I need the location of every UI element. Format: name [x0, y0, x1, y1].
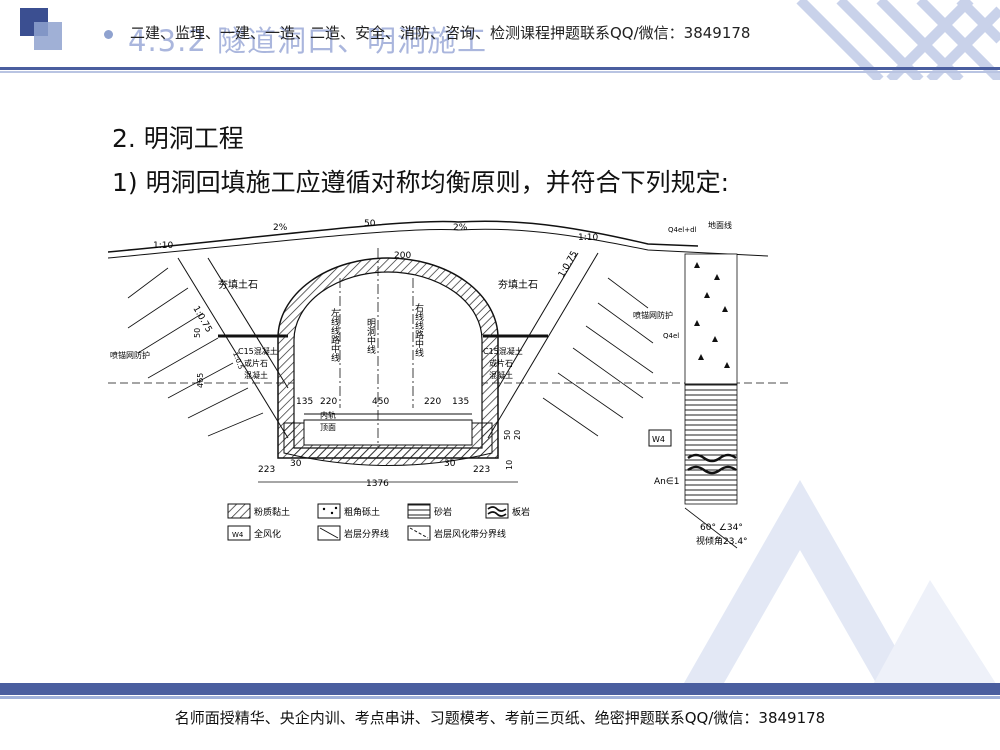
dim-inner-2: 220: [320, 397, 337, 407]
q-mid-label: Q4el: [663, 332, 679, 340]
slope-side-right: 1:0.75: [557, 250, 580, 280]
legend-label: 岩层分界线: [344, 528, 389, 540]
bullet-icon: [104, 30, 113, 39]
dim-side-50-label: 50: [193, 328, 202, 338]
dim-inner-1: 135: [296, 397, 313, 407]
footer-text: 名师面授精华、央企内训、考点串讲、习题模考、考前三页纸、绝密押题联系QQ/微信：…: [174, 709, 826, 727]
dim-bottom-3: 30: [444, 459, 456, 469]
dim-total: 1376: [366, 479, 389, 489]
dim-right-50: 50: [503, 430, 512, 440]
concrete-left-3: 混凝土: [244, 370, 268, 380]
angle-label: 60° ∠34°: [700, 523, 743, 533]
rail-top-label: 顶面: [320, 423, 336, 432]
concrete-left-2: 或片石: [244, 358, 268, 368]
w4-label: W4: [652, 435, 665, 444]
legend-label: 岩层风化带分界线: [434, 528, 506, 540]
right-line-label: 右线线路中线: [413, 302, 424, 357]
subheading: 1) 明洞回填施工应遵循对称均衡原则，并符合下列规定:: [112, 168, 730, 197]
legend-label: 粗角砾土: [344, 506, 380, 518]
legend-label: 砂岩: [434, 506, 452, 518]
header-rule: [0, 67, 1000, 70]
dim-bottom-4: 223: [473, 465, 490, 475]
fill-label-right: 夯填土石: [498, 278, 538, 291]
heading: 2. 明洞工程: [112, 124, 244, 153]
footer-band: [0, 683, 1000, 695]
footer-band-light: [0, 696, 1000, 699]
anchor-left-label: 喷锚网防护: [110, 350, 150, 360]
section-title: 4.3.2 隧道洞口、明洞施工: [128, 24, 488, 58]
slope-label-left: 1:10: [153, 241, 173, 251]
legend: 粉质黏土 粗角砾土 砂岩 板岩 W4 全风化 岩层分界线 岩层风化带分界线: [227, 503, 530, 541]
left-line-label: 左线线路中线: [329, 307, 340, 362]
grade-label-right: 2%: [453, 223, 468, 233]
rail-label: 内轨: [320, 410, 336, 420]
dim-top-label: 50: [364, 219, 376, 229]
fill-label-left: 夯填土石: [218, 278, 258, 291]
dim-bottom-2: 30: [290, 459, 302, 469]
anchor-right-label: 喷锚网防护: [633, 310, 673, 320]
dim-right-20: 20: [513, 430, 522, 440]
center-line-label: 明洞中线: [365, 318, 376, 354]
tunnel-cross-section-figure: 1:10 2% 2% 1:10 50 200 1:0.75 1:0.75 夯填土…: [108, 219, 788, 549]
background-triangle-decoration: [680, 480, 1000, 690]
w4-icon: [227, 525, 251, 541]
concrete-right-2: 或片石: [489, 358, 513, 368]
dots-icon: [317, 503, 341, 519]
dim-crown-label: 200: [394, 251, 411, 261]
dim-inner-3: 450: [372, 397, 389, 407]
concrete-left-1: C15混凝土: [238, 346, 278, 356]
slope-label-right: 1:10: [578, 233, 598, 243]
legend-label: 板岩: [512, 506, 530, 518]
an-label: An∈1: [654, 477, 679, 487]
concrete-right-3: 混凝土: [489, 370, 513, 380]
dim-inner-4: 220: [424, 397, 441, 407]
header-rule-light: [0, 71, 1000, 73]
dim-bottom-1: 223: [258, 465, 275, 475]
corner-decoration-light: [34, 22, 62, 50]
lines-icon: [407, 503, 431, 519]
wave-icon: [485, 503, 509, 519]
legend-label: 粉质黏土: [254, 506, 290, 518]
watermark-top: 二建、监理、一建、一造、二造、安全、消防、咨询、检测课程押题联系QQ/微信：38…: [130, 24, 751, 42]
ground-line-label: 地面线: [708, 220, 732, 230]
legend-label: 全风化: [254, 528, 281, 540]
svg-text:W4: W4: [232, 531, 244, 539]
dim-right-10: 10: [505, 460, 514, 470]
dip-label: 视倾角23.4°: [696, 535, 748, 547]
dim-465-label: 465: [196, 373, 205, 388]
q-top-label: Q4el+dl: [668, 226, 697, 234]
concrete-right-1: C15混凝土: [483, 346, 523, 356]
dim-inner-5: 135: [452, 397, 469, 407]
hatch-icon: [227, 503, 251, 519]
grade-label-left: 2%: [273, 223, 288, 233]
